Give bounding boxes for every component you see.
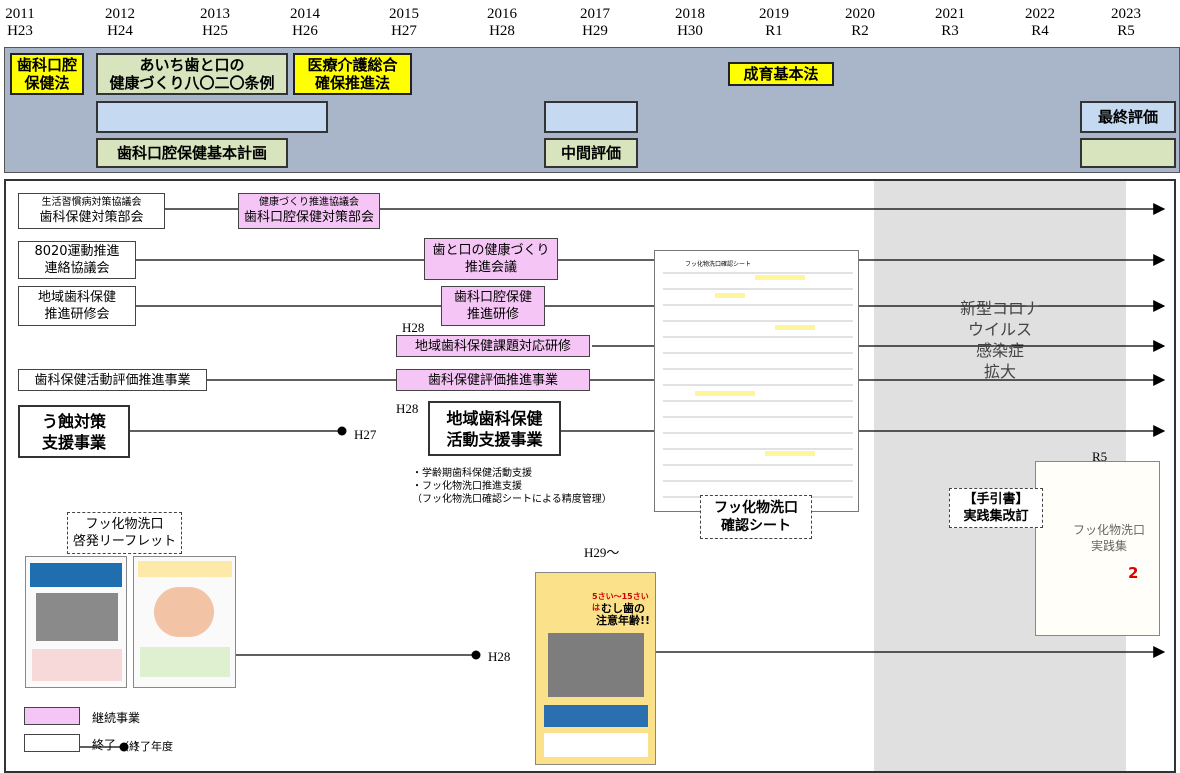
manual-page-number: 2: [1128, 564, 1138, 582]
row1-left-small: 生活習慣病対策協議会: [42, 197, 142, 209]
leaflet-image-2: [133, 556, 236, 688]
legend-end-label: 終了: [92, 736, 116, 753]
row1-left-label: 歯科保健対策部会: [39, 209, 143, 226]
leaflet-caption: フッ化物洗口 啓発リーフレット: [67, 512, 182, 554]
row6-bullets: ・学齢期歯科保健活動支援 ・フッ化物洗口推進支援 （フッ化物洗口確認シートによる…: [412, 467, 612, 506]
row2-left-box: 8020運動推進 連絡協議会: [18, 241, 136, 279]
row4-right-box: 地域歯科保健課題対応研修: [396, 335, 590, 357]
legend-end-swatch: [24, 734, 80, 752]
row1-right-small: 健康づくり推進協議会: [259, 197, 359, 209]
leaflet-image-1: [25, 556, 127, 688]
row6-right-box: 地域歯科保健 活動支援事業: [428, 401, 561, 456]
row6-end-label: H27: [354, 427, 376, 443]
row3-right-box: 歯科口腔保健 推進研修: [441, 286, 545, 326]
row5-right-box: 歯科保健評価推進事業: [396, 369, 590, 391]
manual-cover-title: フッ化物洗口 実践集: [1064, 522, 1154, 554]
row3-left-box: 地域歯科保健 推進研修会: [18, 286, 136, 326]
row6-left-box: う蝕対策 支援事業: [18, 405, 130, 458]
legend-end-note-close: ）: [134, 738, 145, 754]
row5-left-box: 歯科保健活動評価推進事業: [18, 369, 207, 391]
row1-left-box: 生活習慣病対策協議会 歯科保健対策部会: [18, 193, 165, 229]
manual-cover-image: フッ化物洗口 実践集 2: [1035, 461, 1160, 636]
check-sheet-image: フッ化物洗口確認シート: [654, 250, 859, 512]
row6-year-label: H28: [396, 401, 418, 417]
check-sheet-caption: フッ化物洗口 確認シート: [700, 495, 812, 539]
legend-continue-label: 継続事業: [92, 709, 140, 726]
row1-right-label: 歯科口腔保健対策部会: [244, 209, 374, 226]
legend-continue-swatch: [24, 707, 80, 725]
check-sheet-lines: [655, 251, 859, 512]
manual-caption: 【手引書】 実践集改訂: [949, 488, 1043, 528]
poster-image: 5さい～15さいは むし歯の 注意年齢!!: [535, 572, 656, 765]
row2-right-box: 歯と口の健康づくり 推進会議: [424, 238, 558, 280]
poster-title: むし歯の 注意年齢!!: [592, 603, 654, 627]
row4-year-label: H28: [402, 320, 424, 336]
row1-right-box: 健康づくり推進協議会 歯科口腔保健対策部会: [238, 193, 380, 229]
covid-label: 新型コロナ ウイルス 感染症 拡大: [940, 298, 1060, 382]
poster-year-label: H29～: [584, 542, 619, 561]
row6-end-dot: [338, 427, 347, 436]
legend-end-note-open: （終了年度: [118, 738, 173, 754]
leaflet-end-dot: [472, 651, 481, 660]
leaflet-end-label: H28: [488, 649, 510, 665]
